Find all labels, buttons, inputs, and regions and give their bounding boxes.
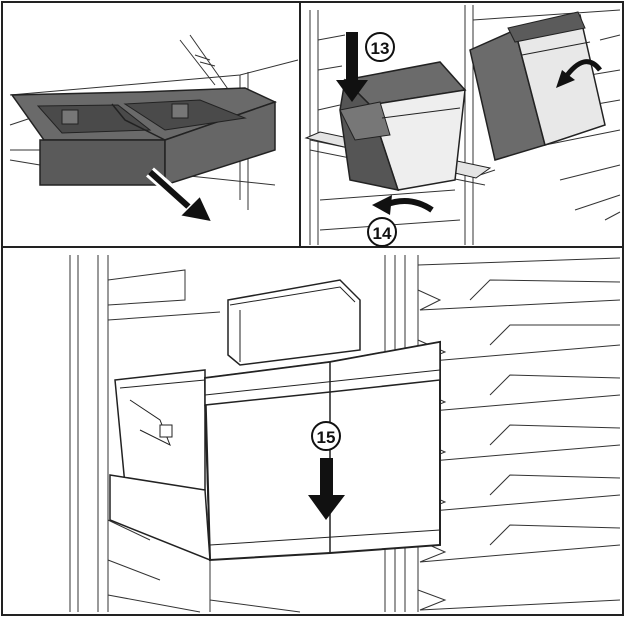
drawer-insert (339, 61, 467, 191)
panel-a (9, 34, 299, 224)
step-15: 15 (317, 428, 336, 447)
pull-arrow (146, 167, 214, 224)
down-arrow-13 (336, 32, 368, 102)
rotate-arrow-head (556, 70, 575, 88)
step-14: 14 (373, 224, 392, 243)
back-bin (227, 279, 361, 366)
shelf-tray (10, 87, 277, 187)
step-13: 13 (371, 39, 390, 58)
step-label-13: 13 (365, 32, 395, 62)
step-label-15: 15 (311, 421, 341, 451)
panel-b: 13 14 (304, 5, 621, 247)
panel-c: 15 (69, 255, 621, 613)
down-arrow-15 (308, 458, 345, 520)
push-arrow-head-14 (372, 195, 392, 215)
main-drawer (109, 340, 441, 562)
step-label-14: 14 (367, 217, 397, 247)
left-bin (114, 369, 206, 491)
rotate-arrow (562, 59, 602, 80)
